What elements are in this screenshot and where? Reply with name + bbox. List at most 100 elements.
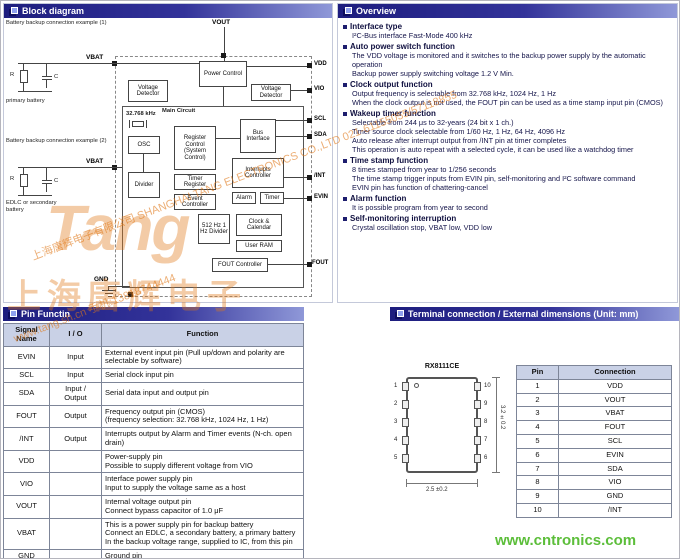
cell-io: Output (49, 427, 102, 451)
pin1-marker-dot (414, 383, 419, 388)
cell-connection: VBAT (558, 406, 672, 422)
wire (18, 195, 52, 196)
overview-line: Auto release after interrupt output from… (352, 136, 567, 145)
terminal-header: Terminal connection / External dimension… (390, 307, 679, 321)
pin-marker-evin (307, 196, 312, 201)
cell-connection: SDA (558, 461, 672, 477)
cell-connection: VDD (558, 378, 672, 394)
dimension-line (406, 483, 478, 484)
capacitor-label: C (54, 178, 59, 184)
block-event-controller: Event Controller (174, 194, 216, 210)
wire (224, 27, 225, 61)
pad (474, 418, 481, 427)
pin-evin: EVIN (314, 194, 329, 200)
cell-function: Interrupts output by Alarm and Timer eve… (101, 427, 304, 451)
overview-item-heading: Interface type (343, 22, 672, 31)
cell-signal: SDA (3, 381, 50, 406)
wire (108, 286, 109, 291)
cell-function: Serial clock input pin (101, 368, 304, 383)
pad (474, 436, 481, 445)
overview-line: EVIN pin has function of chattering-canc… (352, 183, 488, 192)
overview-section: Overview Interface type I²C-Bus interfac… (337, 3, 678, 303)
cell-connection: /INT (558, 502, 672, 518)
block-diagram-title: Block diagram (22, 6, 85, 16)
wire (46, 80, 47, 88)
ground-symbol (105, 293, 113, 294)
cell-connection: VOUT (558, 392, 672, 408)
wire (276, 136, 307, 137)
pin-marker-fout (307, 262, 312, 267)
terminal-title: Terminal connection / External dimension… (408, 309, 639, 319)
pin-function-section: Pin Functin Signal Name I / O Function E… (3, 307, 304, 558)
pin-sda: SDA (314, 132, 327, 138)
bullet-icon (343, 196, 347, 201)
block-timer-register: Timer Register (174, 174, 216, 190)
cell-signal: /INT (3, 427, 50, 451)
cell-pin: 4 (516, 420, 559, 435)
cell-io (49, 472, 102, 496)
terminal-section: Terminal connection / External dimension… (390, 307, 679, 533)
note-example2: Battery backup connection example (2) (6, 138, 107, 144)
cell-signal: VDD (3, 449, 50, 474)
overview-item-heading: Self-monitoring interruption (343, 214, 672, 223)
block-interrupts-controller: Interrupts Controller (232, 158, 284, 188)
table-header-row: Pin Connection (516, 365, 672, 380)
cell-function: Frequency output pin (CMOS) (frequency s… (101, 404, 304, 429)
col-connection: Connection (558, 365, 672, 380)
overview-line: Selectable from 244 μs to 32-years (24 b… (352, 118, 514, 127)
bullet-icon (343, 216, 347, 221)
cell-function: Internal voltage output pin Connect bypa… (101, 494, 304, 519)
bullet-icon (343, 24, 347, 29)
wire (247, 66, 307, 67)
block-divider-small: Divider (128, 172, 160, 198)
main-circuit-box (122, 106, 304, 288)
overview-header: Overview (338, 4, 677, 18)
note-edlc: EDLC or secondary battery (6, 200, 57, 213)
bullet-icon (343, 82, 347, 87)
cntronics-link[interactable]: www.cntronics.com (495, 532, 637, 549)
wire (23, 63, 24, 70)
overview-item: Alarm function It is possible program fr… (343, 194, 672, 212)
cell-connection: FOUT (558, 420, 672, 435)
overview-line: When the clock output is not used, the F… (352, 98, 663, 107)
pad-number: 9 (484, 401, 488, 407)
note-primary-battery: primary battery (6, 98, 45, 104)
block-osc: OSC (128, 136, 160, 154)
section-marker-icon (397, 309, 404, 317)
ground-symbol (108, 296, 112, 297)
main-circuit-label: Main Circuit (162, 108, 196, 114)
block-voltage-detector-1: Voltage Detector (128, 80, 168, 102)
overview-item: Time stamp function 8 times stamped from… (343, 156, 672, 192)
overview-item: Wakeup timer function Selectable from 24… (343, 109, 672, 154)
cell-io (49, 548, 102, 558)
block-diagram-canvas: Battery backup connection example (1) Ba… (4, 18, 332, 302)
overview-line: I²C-Bus interface Fast-Mode 400 kHz (352, 31, 473, 40)
pad-number: 3 (394, 419, 398, 425)
cell-signal: VIO (3, 472, 50, 496)
pin-marker-vio (307, 88, 312, 93)
overview-item: Clock output function Output frequency i… (343, 80, 672, 107)
cell-function: Interface power supply pin Input to supp… (101, 472, 304, 496)
wire (46, 184, 47, 192)
cell-pin: 9 (516, 489, 559, 504)
pad-number: 5 (394, 455, 398, 461)
pad (474, 400, 481, 409)
wire (284, 198, 307, 199)
wire (108, 286, 130, 287)
pad-number: 8 (484, 419, 488, 425)
pin-vbat1: VBAT (86, 54, 104, 61)
cell-signal: EVIN (3, 345, 50, 370)
pad-number: 7 (484, 437, 488, 443)
cell-io: Input / Output (49, 381, 102, 406)
wire (291, 90, 307, 91)
